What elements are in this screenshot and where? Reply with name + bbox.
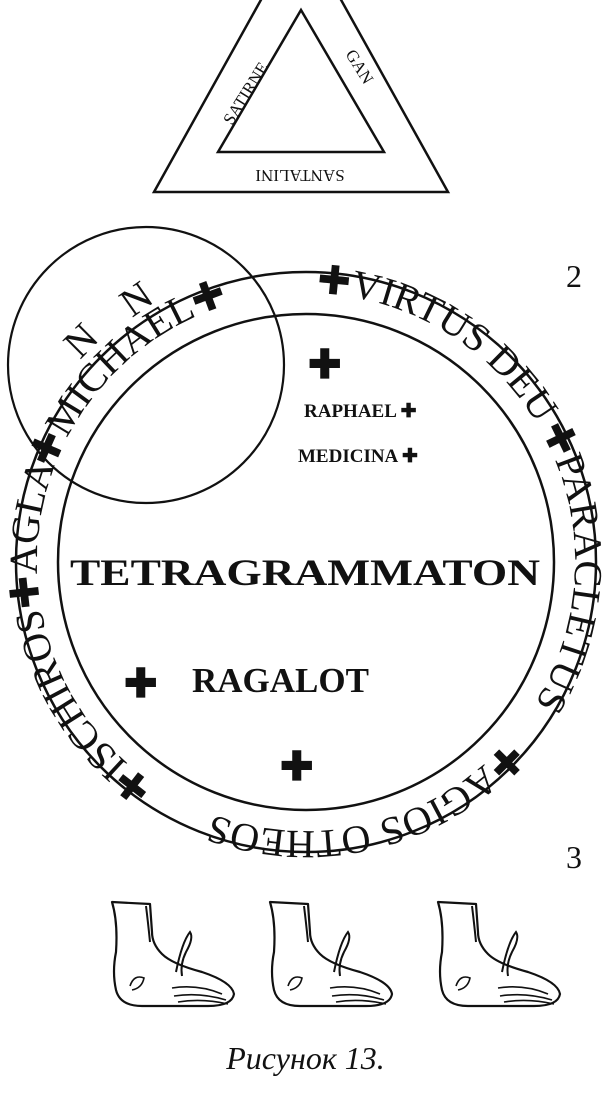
triangle-bottom-label: SANTALINI <box>255 166 345 185</box>
inner-cross-top: ✚ <box>308 342 342 387</box>
ring-text-agios-otheos: ✚AGIOS OTHEOS <box>201 734 533 867</box>
feet-figure <box>110 900 562 1008</box>
figure-number-2: 2 <box>566 258 582 294</box>
foot-drawing-3 <box>436 900 562 1008</box>
inner-cross-bottom: ✚ <box>280 744 314 789</box>
outer-ring-circle <box>14 270 598 854</box>
tetragrammaton-text: TETRAGRAMMATON <box>70 553 540 594</box>
inner-ring-circle <box>56 312 556 812</box>
raphael-text: RAPHAEL ✚ <box>304 401 417 422</box>
triangle-left-label: SATIRNE <box>219 59 272 128</box>
outer-triangle <box>151 0 451 194</box>
ring-text-agla: ✚AGLA <box>1 454 63 611</box>
figure-number-3: 3 <box>566 839 582 875</box>
triangle-right-label: GAN <box>342 46 378 87</box>
foot-drawing <box>110 900 236 1008</box>
inner-cross-left: ✚ <box>124 661 158 706</box>
foot-drawing-2 <box>268 900 394 1008</box>
ragalot-text: RAGALOT <box>192 661 369 700</box>
inner-triangle <box>215 7 387 154</box>
figure-caption: Рисунок 13. <box>226 1040 385 1076</box>
circle-figure: ✚VIRTUS DEU ✚PARACLETUS ✚AGIOS OTHEOS ✚I… <box>1 225 611 867</box>
ring-text-ischiros: ✚ISCHIROS <box>6 606 160 813</box>
small-overlapping-circle <box>6 225 286 505</box>
medicina-text: MEDICINA ✚ <box>298 446 418 467</box>
triangle-figure: SATIRNE GAN SANTALINI <box>151 0 451 194</box>
